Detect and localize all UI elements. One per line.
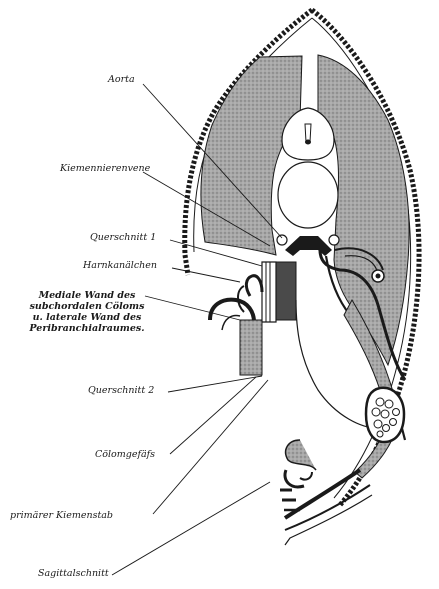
label-primarer-kiemenstab: primärer Kiemenstab (10, 511, 113, 522)
label-colomgefass: Cölomgefäfs (95, 450, 155, 461)
label-querschnitt-1: Querschnitt 1 (90, 233, 156, 244)
left-muscle-mass (201, 56, 302, 255)
label-mediale-wand-line4: Peribranchialraumes. (16, 324, 158, 335)
central-pillar (276, 262, 296, 320)
label-kiemennierenvene: Kiemennierenvene (60, 164, 150, 175)
label-querschnitt-2: Querschnitt 2 (88, 386, 154, 397)
notochord (278, 162, 338, 228)
central-ridge (285, 236, 332, 256)
label-sagittalschnitt: Sagittalschnitt (38, 569, 109, 580)
label-mediale-wand: Mediale Wand des subchordalen Cöloms u. … (16, 291, 158, 335)
label-harnkanalchen: Harnkanälchen (83, 261, 157, 272)
label-aorta: Aorta (108, 75, 135, 86)
